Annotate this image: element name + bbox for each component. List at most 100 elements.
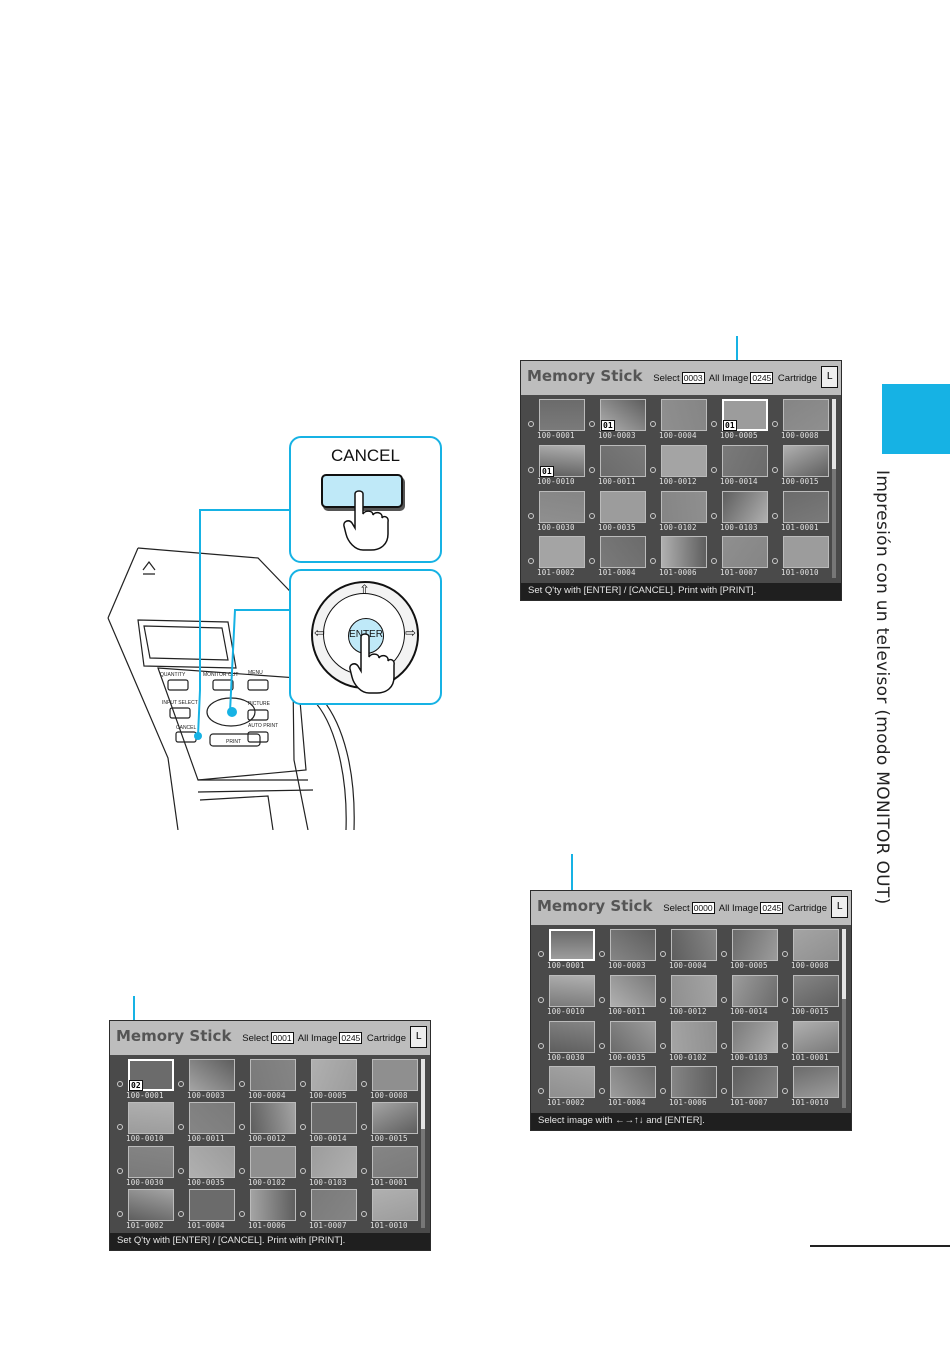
thumbnail-image[interactable] <box>610 1020 656 1053</box>
thumbnail-item[interactable]: 101-0010 <box>782 1066 846 1107</box>
thumbnail-item[interactable]: 100-0103 <box>721 1020 785 1062</box>
thumbnail-item[interactable]: 100-0014 <box>721 974 785 1016</box>
thumbnail-item[interactable]: 101-0004 <box>178 1188 242 1230</box>
thumbnail-image[interactable] <box>661 444 707 477</box>
thumbnail-image[interactable] <box>539 536 585 569</box>
thumbnail-item[interactable]: 100-0005 <box>300 1059 364 1100</box>
thumbnail-item[interactable]: 101-0002 <box>117 1188 181 1230</box>
thumbnail-item[interactable]: 101-0002 <box>528 536 592 577</box>
thumbnail-item[interactable]: 101-0001 <box>772 490 836 532</box>
thumbnail-image[interactable] <box>600 444 646 477</box>
thumbnail-item[interactable]: 100-0004 <box>650 399 714 440</box>
thumbnail-item[interactable]: 100-0030 <box>528 490 592 532</box>
thumbnail-item[interactable]: 101-0006 <box>660 1066 724 1107</box>
thumbnail-image[interactable] <box>250 1145 296 1178</box>
thumbnail-image[interactable] <box>732 974 778 1007</box>
thumbnail-item[interactable]: 100-0010 <box>538 974 602 1016</box>
thumbnail-image[interactable] <box>783 444 829 477</box>
thumbnail-image[interactable] <box>128 1102 174 1135</box>
thumbnail-item[interactable]: 100-0004 <box>239 1059 303 1100</box>
thumbnail-item[interactable]: 100-0011 <box>599 974 663 1016</box>
thumbnail-image[interactable] <box>372 1145 418 1178</box>
thumbnail-image[interactable] <box>793 974 839 1007</box>
thumbnail-image[interactable] <box>189 1188 235 1221</box>
thumbnail-image[interactable] <box>793 1020 839 1053</box>
scrollbar-thumb[interactable] <box>421 1059 425 1129</box>
thumbnail-image[interactable] <box>722 536 768 569</box>
thumbnail-image[interactable] <box>128 1188 174 1221</box>
thumbnail-image[interactable] <box>783 490 829 523</box>
thumbnail-image[interactable] <box>600 536 646 569</box>
thumbnail-image[interactable] <box>539 399 585 431</box>
thumbnail-item[interactable]: 100-0103 <box>711 490 775 532</box>
thumbnail-item[interactable]: 100-0012 <box>660 974 724 1016</box>
thumbnail-item[interactable]: 100-0030 <box>538 1020 602 1062</box>
thumbnail-item[interactable]: 101-0006 <box>239 1188 303 1230</box>
thumbnail-item[interactable]: 100-0035 <box>589 490 653 532</box>
thumbnail-item[interactable]: 100-0012 <box>239 1102 303 1143</box>
thumbnail-image[interactable] <box>783 399 829 431</box>
thumbnail-image[interactable] <box>793 1066 839 1099</box>
thumbnail-image[interactable] <box>372 1188 418 1221</box>
thumbnail-item[interactable]: 101-0001 <box>782 1020 846 1062</box>
thumbnail-image[interactable] <box>610 1066 656 1099</box>
thumbnail-item[interactable]: 100-0001 <box>538 929 602 970</box>
thumbnail-item[interactable]: 101-0001 <box>361 1145 425 1187</box>
thumbnail-item[interactable]: 100-0014 <box>300 1102 364 1143</box>
thumbnail-item[interactable]: 100-0011 <box>589 444 653 486</box>
thumbnail-item[interactable]: 101-0006 <box>650 536 714 577</box>
thumbnail-image[interactable] <box>671 974 717 1007</box>
thumbnail-image[interactable] <box>671 1066 717 1099</box>
thumbnail-image[interactable] <box>661 536 707 569</box>
thumbnail-image[interactable] <box>250 1102 296 1135</box>
scrollbar-thumb[interactable] <box>842 929 846 999</box>
scrollbar-thumb[interactable] <box>832 399 836 469</box>
scrollbar[interactable] <box>832 399 836 578</box>
thumbnail-item[interactable]: 100-0008 <box>361 1059 425 1100</box>
thumbnail-image[interactable] <box>732 1066 778 1099</box>
thumbnail-image[interactable] <box>372 1059 418 1091</box>
thumbnail-image[interactable] <box>189 1059 235 1091</box>
thumbnail-item[interactable]: 100-0010 <box>117 1102 181 1143</box>
thumbnail-image[interactable] <box>549 1066 595 1099</box>
thumbnail-item[interactable]: 101-0002 <box>538 1066 602 1107</box>
thumbnail-image[interactable] <box>189 1102 235 1135</box>
thumbnail-image[interactable] <box>549 1020 595 1053</box>
thumbnail-image[interactable] <box>793 929 839 961</box>
thumbnail-item[interactable]: 101-0007 <box>300 1188 364 1230</box>
thumbnail-item[interactable]: 100-0035 <box>599 1020 663 1062</box>
thumbnail-item[interactable]: 100-0012 <box>650 444 714 486</box>
thumbnail-item[interactable]: 101-0010 <box>361 1188 425 1230</box>
thumbnail-item[interactable]: 100-0015 <box>772 444 836 486</box>
thumbnail-image[interactable] <box>671 1020 717 1053</box>
thumbnail-image[interactable] <box>539 490 585 523</box>
thumbnail-image[interactable] <box>372 1102 418 1135</box>
thumbnail-item[interactable]: 101-0007 <box>711 536 775 577</box>
thumbnail-image[interactable] <box>732 1020 778 1053</box>
thumbnail-image[interactable] <box>128 1145 174 1178</box>
thumbnail-image[interactable] <box>549 929 595 961</box>
thumbnail-item[interactable]: 100-0005 <box>721 929 785 970</box>
thumbnail-item[interactable]: 100-0004 <box>660 929 724 970</box>
thumbnail-image[interactable] <box>311 1188 357 1221</box>
thumbnail-image[interactable] <box>311 1059 357 1091</box>
thumbnail-image[interactable] <box>600 490 646 523</box>
thumbnail-item[interactable]: 100-0008 <box>772 399 836 440</box>
thumbnail-item[interactable]: 100-0001 <box>528 399 592 440</box>
thumbnail-item[interactable]: 100-0035 <box>178 1145 242 1187</box>
thumbnail-image[interactable] <box>189 1145 235 1178</box>
thumbnail-image[interactable] <box>549 974 595 1007</box>
thumbnail-image[interactable] <box>311 1145 357 1178</box>
thumbnail-image[interactable] <box>311 1102 357 1135</box>
thumbnail-item[interactable]: 100-0102 <box>239 1145 303 1187</box>
thumbnail-item[interactable]: 100-0003 <box>599 929 663 970</box>
thumbnail-image[interactable] <box>722 444 768 477</box>
thumbnail-image[interactable] <box>250 1188 296 1221</box>
thumbnail-item[interactable]: 101-0004 <box>589 536 653 577</box>
thumbnail-item[interactable]: 100-0011 <box>178 1102 242 1143</box>
thumbnail-image[interactable] <box>671 929 717 961</box>
thumbnail-item[interactable]: 100-0014 <box>711 444 775 486</box>
